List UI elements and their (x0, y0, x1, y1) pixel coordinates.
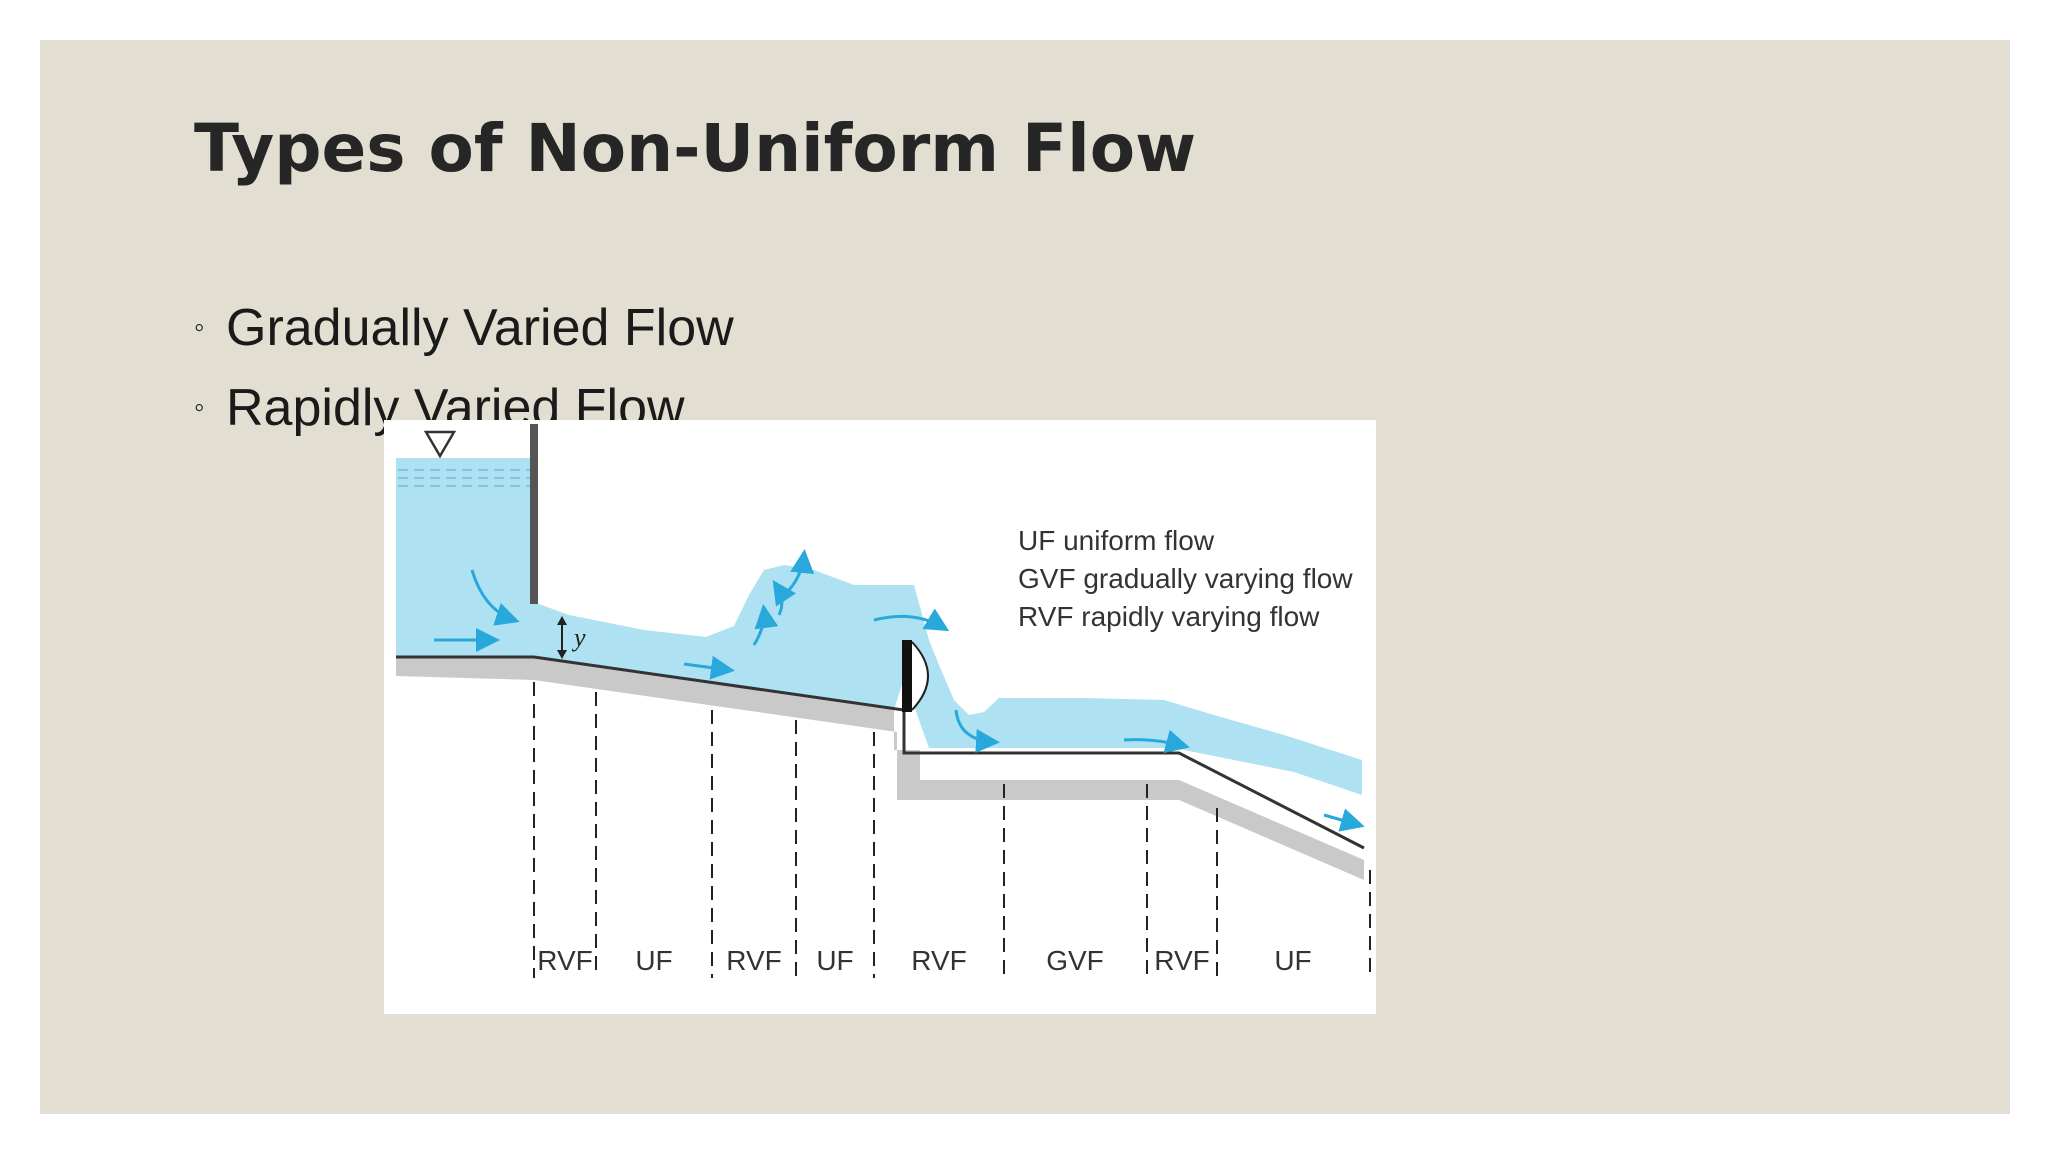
legend-gvf: GVF gradually varying flow (1018, 563, 1353, 594)
bullet-text: Gradually Varied Flow (226, 299, 734, 357)
zone-label: RVF (726, 945, 782, 976)
flow-arrows (434, 549, 1365, 832)
zone-labels: RVF UF RVF UF RVF GVF RVF UF (537, 945, 1311, 976)
zone-label: RVF (1154, 945, 1210, 976)
flow-diagram: y UF uniform flow GVF gradually varying … (384, 420, 1376, 1014)
zone-label: RVF (911, 945, 967, 976)
weir-nappe (911, 641, 929, 711)
bullet-marker: ◦ (194, 311, 205, 344)
zone-label: RVF (537, 945, 593, 976)
zone-label: UF (635, 945, 672, 976)
channel-bed-line (396, 655, 1365, 850)
depth-marker: y (557, 616, 586, 659)
legend-uf: UF uniform flow (1018, 525, 1215, 556)
weir (902, 640, 912, 712)
depth-symbol: y (571, 623, 586, 652)
bullet-marker: ◦ (194, 391, 205, 424)
sluice-gate (530, 424, 538, 604)
legend-rvf: RVF rapidly varying flow (1018, 601, 1320, 632)
zone-label: GVF (1046, 945, 1104, 976)
flow-diagram-svg: y UF uniform flow GVF gradually varying … (396, 424, 1371, 978)
zone-dividers (533, 682, 1371, 978)
bullet-item: ◦ Gradually Varied Flow (194, 288, 734, 368)
zone-label: UF (1274, 945, 1311, 976)
zone-label: UF (816, 945, 853, 976)
slide-title: Types of Non-Uniform Flow (194, 110, 1197, 187)
water-surface-symbol (423, 430, 457, 459)
legend: UF uniform flow GVF gradually varying fl… (1018, 525, 1353, 632)
reservoir-water (396, 458, 1362, 795)
reservoir-surface-lines (398, 469, 530, 487)
